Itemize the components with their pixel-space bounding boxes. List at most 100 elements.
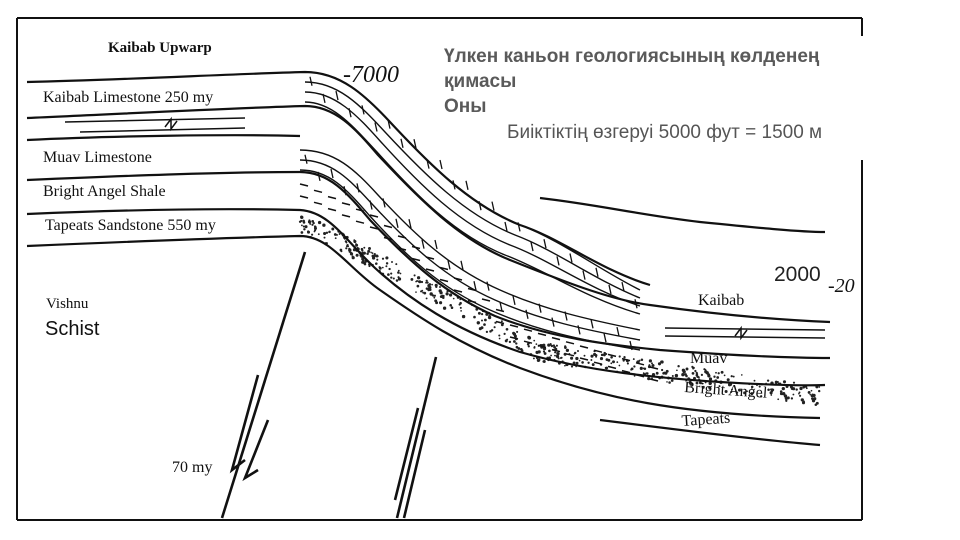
stipple-dot xyxy=(481,319,483,322)
stipple-dot xyxy=(417,280,421,283)
stipple-dot xyxy=(442,296,445,300)
stipple-dot xyxy=(487,315,492,320)
stipple-dot xyxy=(322,223,326,227)
stipple-dot xyxy=(781,386,785,391)
brick-tick xyxy=(590,319,594,329)
stipple-dot xyxy=(535,343,538,345)
stipple-dot xyxy=(632,358,635,361)
label-kaibab-right: Kaibab xyxy=(698,292,744,309)
stipple-dot xyxy=(435,301,439,305)
stipple-dot xyxy=(301,224,303,227)
brick-tick xyxy=(439,159,443,170)
brick-tick xyxy=(621,281,625,292)
stipple-dot xyxy=(429,292,433,296)
stipple-dot xyxy=(395,279,399,282)
shale-dash xyxy=(593,361,603,365)
label-vishnu: Vishnu xyxy=(46,296,89,312)
brick-tick xyxy=(434,239,438,250)
brick-tick xyxy=(361,105,365,115)
stipple-dot xyxy=(575,361,579,365)
stipple-dot xyxy=(818,389,821,393)
shale-dash xyxy=(355,220,365,224)
stipple-dot xyxy=(676,369,678,372)
shale-dash xyxy=(621,357,631,362)
brick-tick xyxy=(369,200,373,210)
label-bright-angel-right: Bright Angel xyxy=(684,379,769,402)
stipple-dot xyxy=(587,361,590,364)
stipple-dot xyxy=(311,223,314,226)
stipple-dot xyxy=(311,233,314,236)
stipple-dot xyxy=(814,403,818,407)
stipple-dot xyxy=(779,390,783,393)
stipple-dot xyxy=(458,303,461,306)
stipple-dot xyxy=(385,262,389,265)
stipple-dot xyxy=(766,379,770,382)
stipple-dot xyxy=(618,364,621,367)
stipple-dot xyxy=(300,219,303,223)
stipple-dot xyxy=(381,266,384,269)
shale-dash xyxy=(523,328,533,332)
stipple-dot xyxy=(700,373,704,377)
stipple-dot xyxy=(740,374,743,376)
stipple-dot xyxy=(485,330,489,334)
stipple-dot xyxy=(612,360,615,364)
stipple-dot xyxy=(550,354,552,357)
stipple-dot xyxy=(317,233,320,236)
stipple-dot xyxy=(397,276,400,279)
shale-dash xyxy=(453,289,463,293)
brick-tick xyxy=(499,301,503,312)
stipple-dot xyxy=(578,359,581,362)
stipple-dot xyxy=(433,294,436,297)
stipple-dot xyxy=(577,350,579,352)
stipple-dot xyxy=(439,295,443,299)
frame xyxy=(16,17,863,521)
stipple-dot xyxy=(370,251,372,254)
shale-dash xyxy=(509,336,519,340)
stipple-dot xyxy=(674,373,679,378)
stipple-dot xyxy=(480,326,484,330)
stipple-dot xyxy=(802,385,806,389)
stipple-dot xyxy=(363,246,366,249)
shale-dash xyxy=(327,207,337,212)
stipple-dot xyxy=(660,360,663,364)
stipple-dot xyxy=(373,254,376,258)
stipple-dot xyxy=(708,388,711,390)
stipple-dot xyxy=(782,380,787,384)
stipple-dot xyxy=(599,357,604,361)
stipple-dot xyxy=(423,291,427,295)
elevation-change-note: Биіктіктің өзгеруі 5000 фут = 1500 м xyxy=(505,122,829,144)
sandstone-stipple xyxy=(298,215,821,407)
stipple-dot xyxy=(338,233,341,235)
shale-dash xyxy=(495,308,505,313)
stipple-dot xyxy=(371,252,374,255)
shale-dash xyxy=(481,298,491,302)
brick-tick xyxy=(309,76,313,86)
stipple-dot xyxy=(366,252,369,255)
shale-dash xyxy=(299,195,309,199)
shale-dash xyxy=(649,366,659,370)
stipple-dot xyxy=(420,290,423,293)
stipple-dot xyxy=(786,396,790,400)
stipple-dot xyxy=(461,314,466,319)
stipple-dot xyxy=(435,285,438,289)
stipple-dot xyxy=(483,323,486,326)
stipple-dot xyxy=(388,267,391,271)
stipple-dot xyxy=(800,398,804,402)
stipple-dot xyxy=(513,334,517,338)
stipple-dot xyxy=(445,292,449,296)
stipple-dot xyxy=(557,357,560,360)
stipple-dot xyxy=(498,337,501,340)
stipple-dot xyxy=(783,394,788,398)
stipple-dot xyxy=(375,254,379,258)
stipple-dot xyxy=(493,326,496,329)
stipple-dot xyxy=(547,343,551,347)
stipple-dot xyxy=(701,382,704,385)
label-tapeats-right: Tapeats xyxy=(681,410,731,430)
shale-dash xyxy=(439,278,449,283)
stipple-dot xyxy=(416,276,421,280)
stipple-dot xyxy=(570,365,574,368)
shale-dash xyxy=(327,195,337,200)
stipple-dot xyxy=(425,297,428,300)
shale-dash xyxy=(313,189,323,194)
